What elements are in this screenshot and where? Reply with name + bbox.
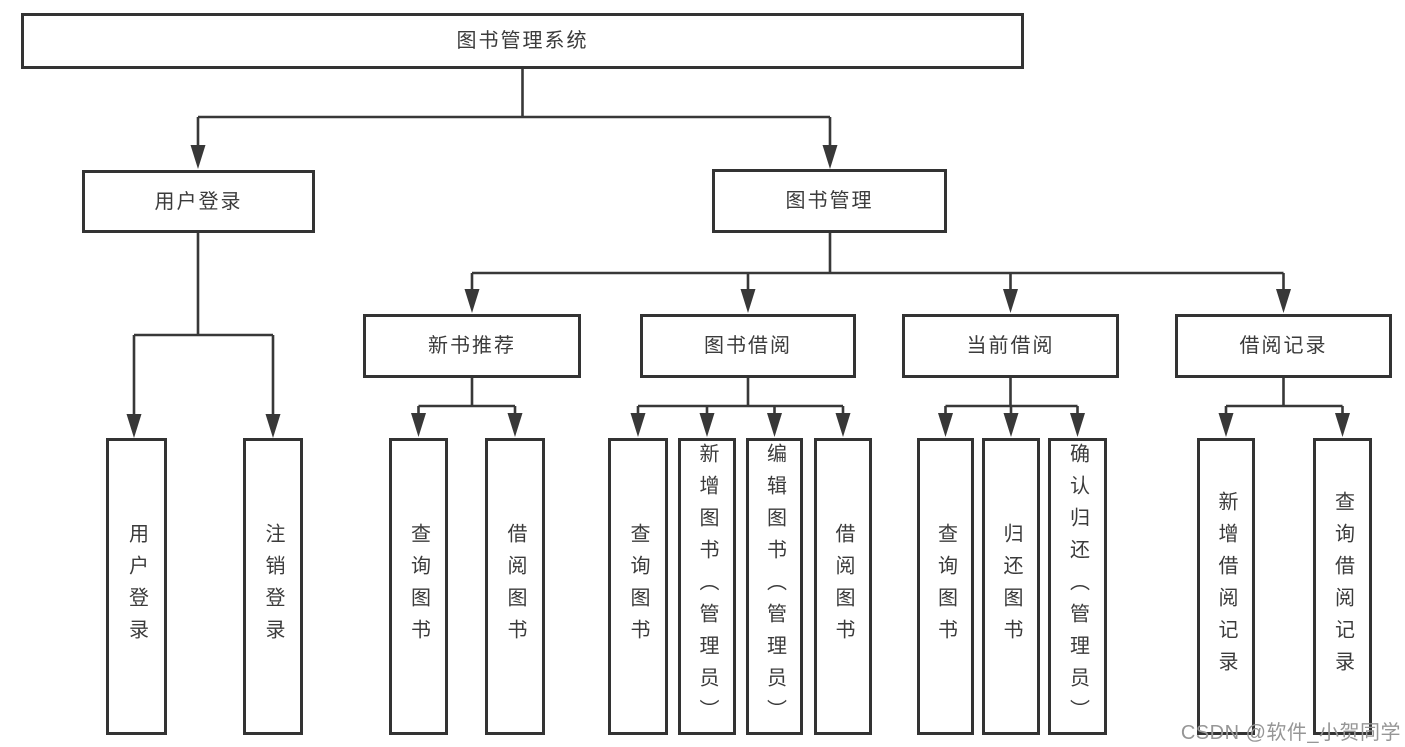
node-label: 归还图书 bbox=[1000, 522, 1022, 651]
node-new-book-recommend: 新书推荐 bbox=[363, 314, 581, 378]
leaf-add-books-admin: 新增图书（管理员） bbox=[678, 438, 736, 735]
node-label: 注销登录 bbox=[262, 522, 284, 651]
node-label: 图书管理系统 bbox=[456, 30, 589, 52]
node-label: 确认归还（管理员） bbox=[1066, 442, 1089, 731]
node-label: 用户登录 bbox=[125, 522, 148, 651]
leaf-return-books: 归还图书 bbox=[982, 438, 1040, 735]
node-label: 新增借阅记录 bbox=[1215, 490, 1237, 683]
node-label: 新增图书（管理员） bbox=[696, 442, 718, 731]
node-book-management: 图书管理 bbox=[712, 169, 947, 233]
node-current-borrow: 当前借阅 bbox=[902, 314, 1119, 378]
node-label: 图书管理 bbox=[785, 190, 874, 212]
node-borrow-records: 借阅记录 bbox=[1175, 314, 1392, 378]
node-label: 编辑图书（管理员） bbox=[763, 442, 786, 731]
watermark: CSDN @软件_小贺同学 bbox=[1180, 722, 1401, 744]
leaf-user-login: 用户登录 bbox=[106, 438, 167, 735]
leaf-borrow-books-recommend: 借阅图书 bbox=[485, 438, 545, 735]
leaf-query-borrow-record: 查询借阅记录 bbox=[1313, 438, 1372, 735]
leaf-add-borrow-record: 新增借阅记录 bbox=[1197, 438, 1255, 735]
leaf-borrow-books: 借阅图书 bbox=[814, 438, 872, 735]
node-label: 查询图书 bbox=[407, 522, 430, 651]
node-label: 查询图书 bbox=[627, 522, 649, 651]
node-user-login: 用户登录 bbox=[82, 170, 315, 233]
leaf-query-books-borrow: 查询图书 bbox=[608, 438, 668, 735]
leaf-edit-books-admin: 编辑图书（管理员） bbox=[746, 438, 803, 735]
node-root-system: 图书管理系统 bbox=[21, 13, 1024, 69]
node-label: 图书借阅 bbox=[704, 335, 792, 357]
leaf-confirm-return-admin: 确认归还（管理员） bbox=[1048, 438, 1107, 735]
node-label: 借阅记录 bbox=[1239, 335, 1328, 357]
node-label: 查询借阅记录 bbox=[1331, 490, 1354, 683]
leaf-query-books-current: 查询图书 bbox=[917, 438, 974, 735]
node-label: 用户登录 bbox=[154, 190, 243, 213]
node-label: 借阅图书 bbox=[504, 522, 526, 651]
node-label: 新书推荐 bbox=[428, 335, 516, 357]
node-label: 当前借阅 bbox=[966, 335, 1055, 357]
leaf-query-books-recommend: 查询图书 bbox=[389, 438, 448, 735]
node-label: 查询图书 bbox=[934, 522, 957, 651]
leaf-logout: 注销登录 bbox=[243, 438, 303, 735]
node-label: 借阅图书 bbox=[832, 522, 854, 651]
node-book-borrow: 图书借阅 bbox=[640, 314, 856, 378]
